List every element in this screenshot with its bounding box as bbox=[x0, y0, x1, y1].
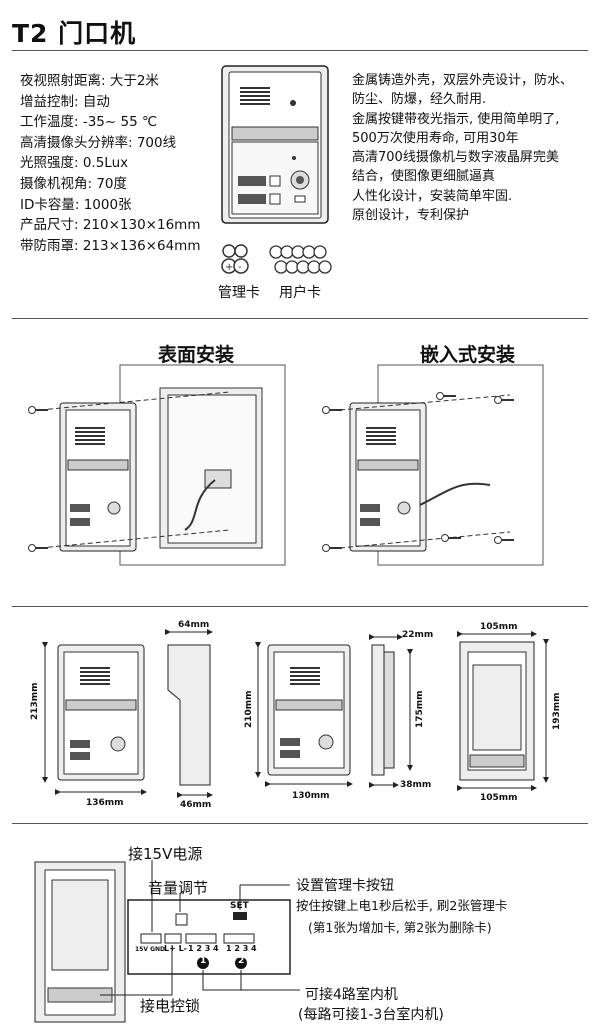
spec-item: 摄像机视角: 70度 bbox=[20, 175, 128, 192]
indoor-label: (每路可接1-3台室内机) bbox=[298, 1007, 444, 1023]
dim-label: 175mm bbox=[415, 690, 425, 728]
port-number: 1 bbox=[200, 956, 207, 966]
spec-item: 夜视照射距离: 大于2米 bbox=[20, 73, 159, 89]
svg-text:-: - bbox=[238, 262, 242, 273]
user-card-icon bbox=[269, 245, 332, 274]
surface-install-heading: 表面安装 bbox=[158, 344, 235, 366]
wiring-drawing bbox=[34, 860, 300, 1023]
set-desc: 按住按键上电1秒后松手, 刷2张管理卡 bbox=[296, 898, 508, 913]
volume-label: 音量调节 bbox=[148, 879, 209, 897]
set-desc: (第1张为增加卡, 第2张为删除卡) bbox=[308, 920, 492, 935]
lock-label: 接电控锁 bbox=[140, 997, 201, 1015]
spec-item: 带防雨罩: 213×136×64mm bbox=[20, 237, 201, 254]
feature-item: 高清700线摄像机与数字液晶屏完美 bbox=[352, 150, 559, 166]
embedded-install-heading: 嵌入式安装 bbox=[420, 344, 516, 366]
feature-item: 结合，使图像更细腻逼真 bbox=[352, 169, 496, 185]
dim-label: 105mm bbox=[480, 622, 518, 632]
feature-list: 金属铸造外壳，双层外壳设计，防水、 防尘、防爆，经久耐用. 金属按键带夜光指示,… bbox=[352, 71, 592, 225]
door-station-drawing bbox=[221, 65, 329, 224]
dim-label: 46mm bbox=[180, 800, 212, 810]
feature-item: 金属铸造外壳，双层外壳设计，防水、 bbox=[352, 73, 574, 88]
dim-label: 38mm bbox=[400, 780, 432, 790]
dim-label: 130mm bbox=[292, 791, 330, 801]
dim-label: 213mm bbox=[30, 682, 40, 720]
embedded-install-drawing bbox=[321, 364, 544, 566]
dim-label: 105mm bbox=[480, 793, 518, 803]
dim-label: 193mm bbox=[552, 692, 562, 730]
feature-item: 原创设计，专利保护 bbox=[352, 208, 470, 224]
divider bbox=[12, 823, 588, 824]
power-label: 接15V电源 bbox=[128, 845, 203, 863]
spec-item: 工作温度: -35~ 55 ℃ bbox=[20, 114, 158, 131]
svg-text:+: + bbox=[225, 262, 233, 273]
spec-item: 产品尺寸: 210×130×16mm bbox=[20, 217, 201, 234]
indoor-label: 可接4路室内机 bbox=[305, 987, 398, 1003]
terminal-label: 1 2 3 4 bbox=[188, 944, 219, 953]
dim-label: 210mm bbox=[244, 690, 254, 728]
page-title: T2 门口机 bbox=[12, 19, 137, 48]
terminal-label: L+ L- bbox=[164, 944, 188, 953]
feature-item: 防尘、防爆，经久耐用. bbox=[352, 92, 487, 108]
admin-card-label: 管理卡 bbox=[218, 285, 260, 301]
terminal-label: 1 2 3 4 bbox=[226, 944, 257, 953]
dim-label: 22mm bbox=[402, 630, 434, 640]
spec-list: 夜视照射距离: 大于2米 增益控制: 自动 工作温度: -35~ 55 ℃ 高清… bbox=[20, 71, 200, 256]
spec-item: ID卡容量: 1000张 bbox=[20, 196, 132, 213]
divider bbox=[12, 318, 588, 319]
admin-card-icon: + - bbox=[221, 244, 249, 274]
dim-label: 136mm bbox=[86, 798, 124, 808]
feature-item: 金属按键带夜光指示, 使用简单明了, bbox=[352, 111, 560, 127]
divider bbox=[12, 50, 588, 51]
set-title: 设置管理卡按钮 bbox=[296, 878, 394, 894]
spec-item: 增益控制: 自动 bbox=[20, 93, 110, 110]
surface-install-drawing bbox=[27, 364, 286, 566]
terminal-label: 15V GND bbox=[135, 946, 166, 953]
user-card-label: 用户卡 bbox=[279, 285, 321, 301]
dim-label: 64mm bbox=[178, 620, 210, 630]
set-button-label: SET bbox=[230, 901, 249, 911]
spec-item: 高清摄像头分辨率: 700线 bbox=[20, 134, 177, 151]
feature-item: 500万次使用寿命, 可用30年 bbox=[352, 130, 519, 146]
feature-item: 人性化设计，安装简单牢固. bbox=[352, 188, 513, 204]
port-number: 2 bbox=[238, 956, 245, 966]
dimension-drawings bbox=[42, 629, 549, 798]
spec-item: 光照强度: 0.5Lux bbox=[20, 155, 129, 172]
divider bbox=[12, 606, 588, 607]
